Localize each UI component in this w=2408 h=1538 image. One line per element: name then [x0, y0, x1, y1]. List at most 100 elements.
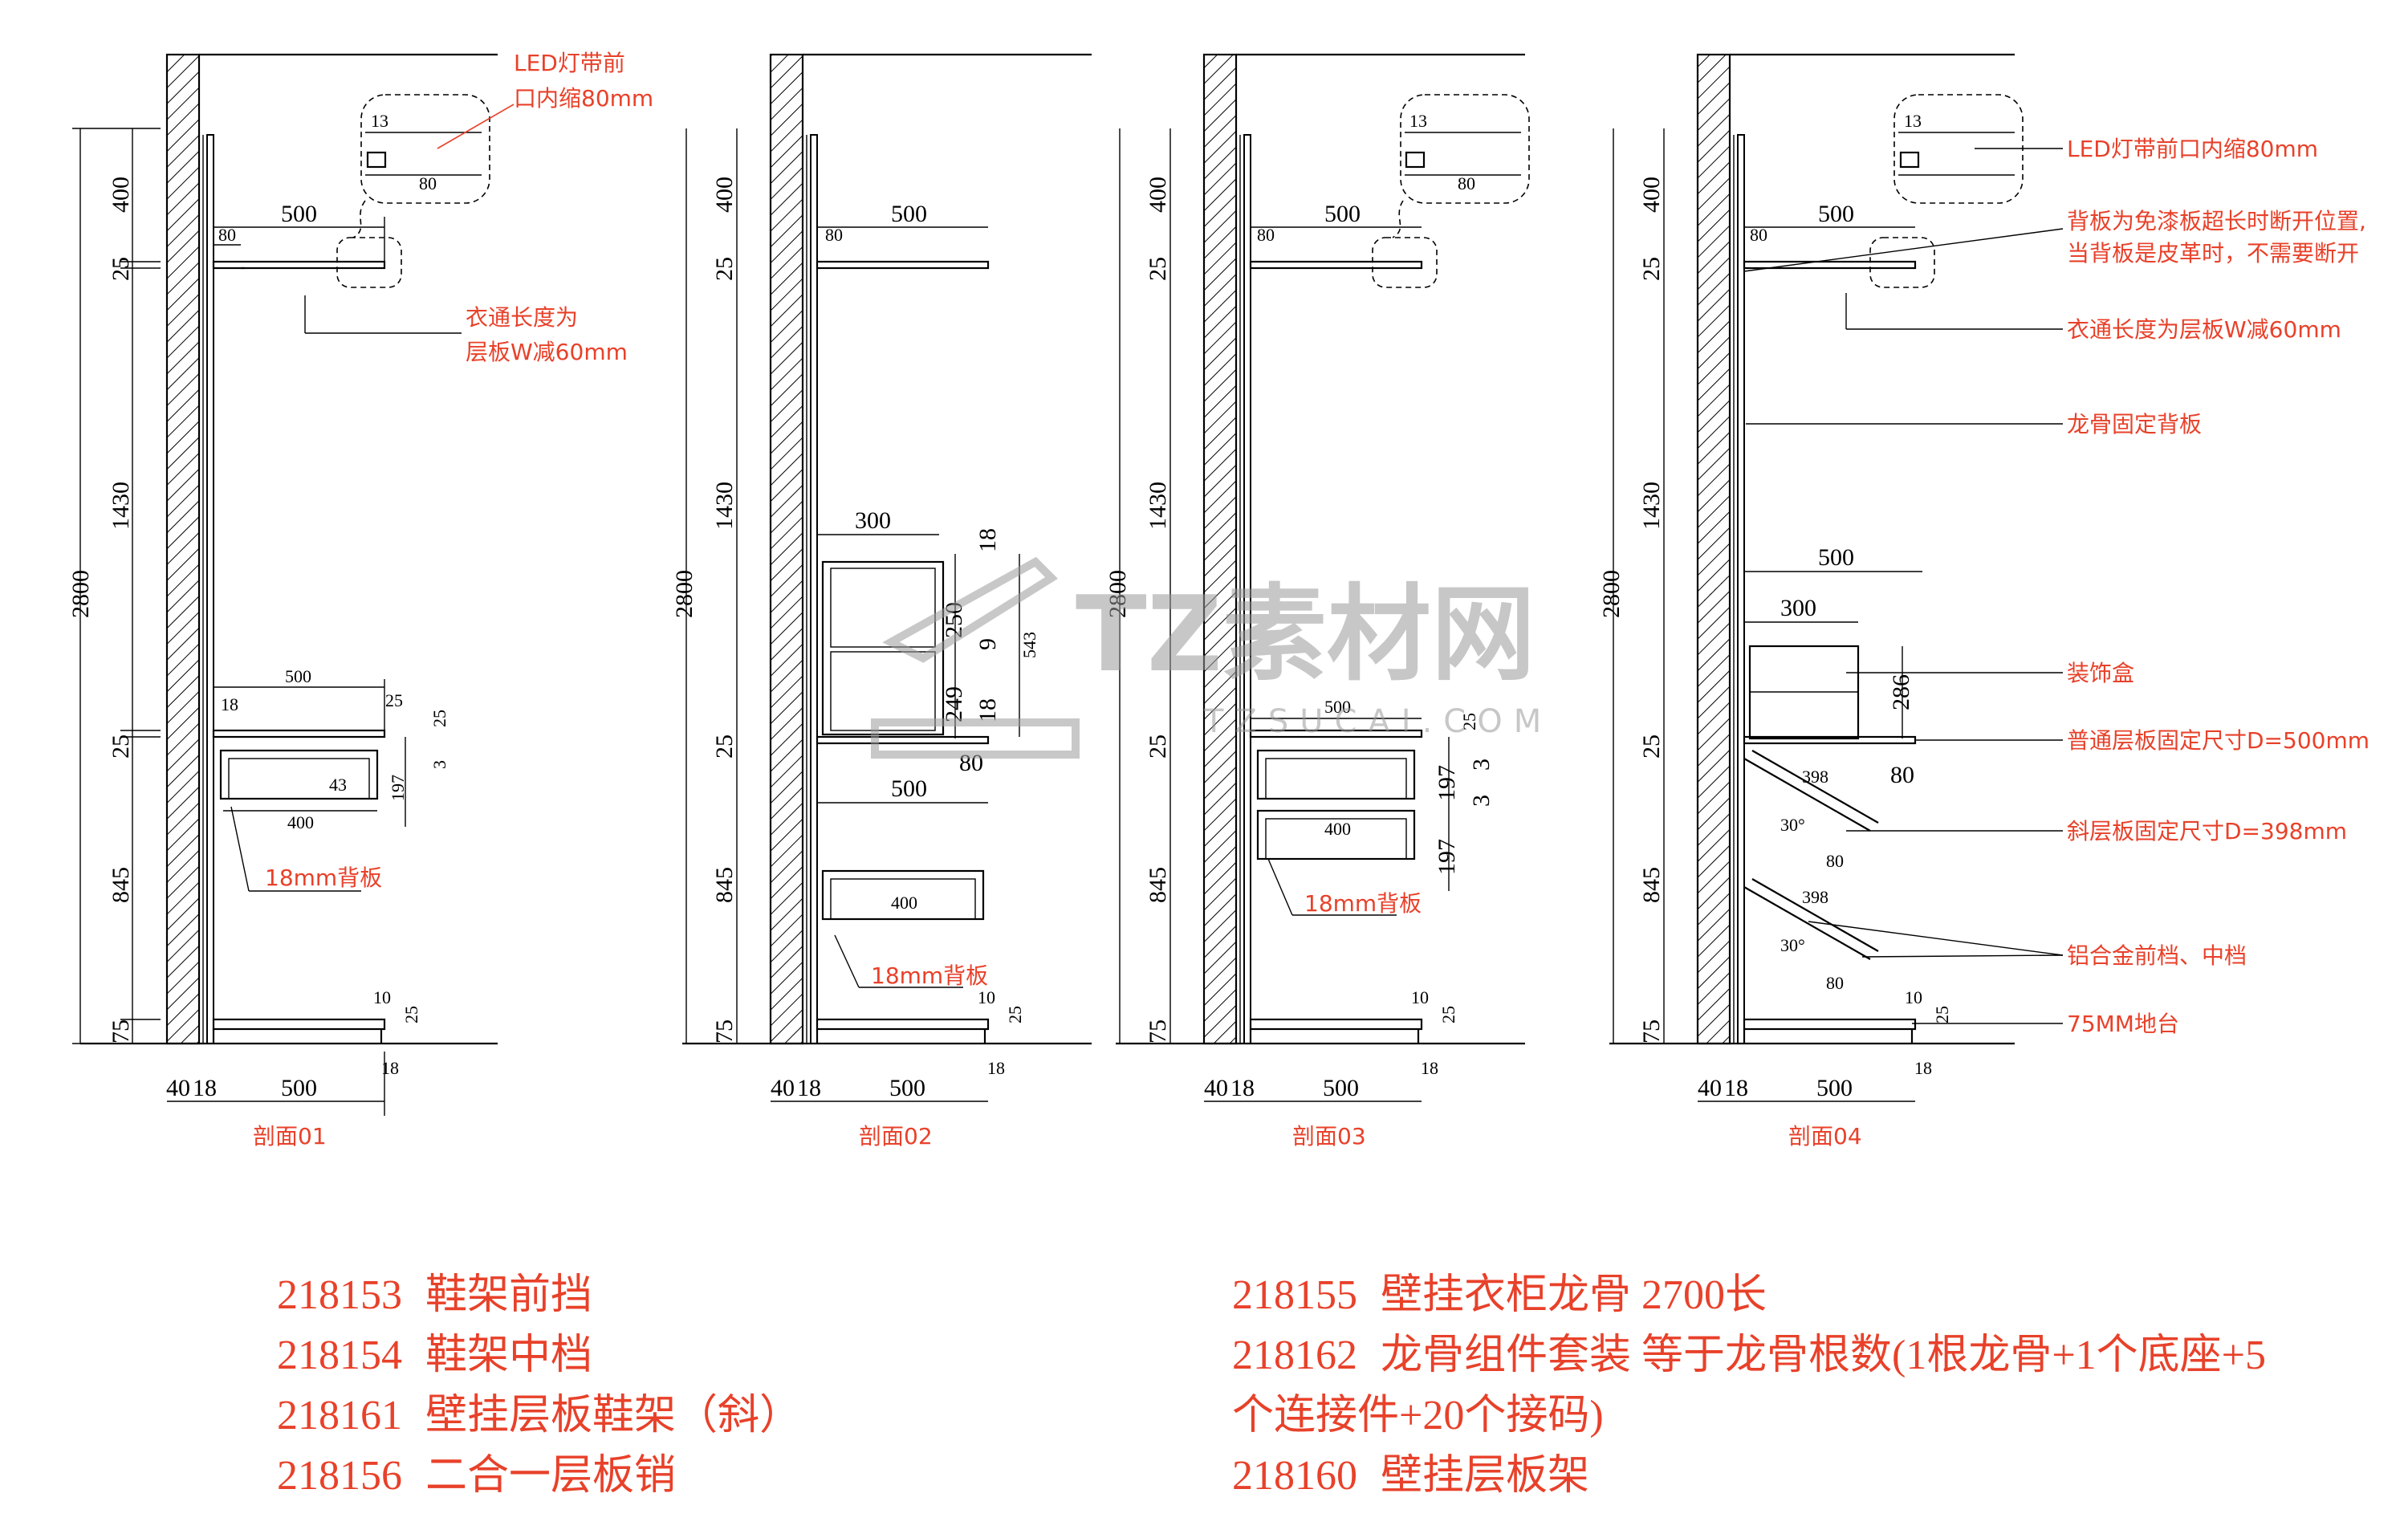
top-shelf: [1249, 260, 1423, 270]
base-plinth: [1743, 1018, 1917, 1031]
dim-25: 25: [108, 257, 134, 281]
dim-400: 400: [1145, 177, 1171, 213]
dim-18: 18: [1724, 1075, 1748, 1101]
part-name: 鞋架前挡: [425, 1272, 592, 1318]
part-code: 218161: [277, 1393, 402, 1438]
wall-hatch: [1696, 53, 1731, 1045]
dim-30deg: 30°: [1780, 815, 1805, 835]
dim-25: 25: [711, 257, 738, 281]
dim-13: 13: [1904, 111, 1922, 131]
rod-note-l1: 衣通长度为: [466, 304, 578, 331]
rod-note-l2: 层板W减60mm: [466, 339, 628, 365]
part-name: 个连接件+20个接码): [1232, 1393, 1604, 1438]
back-break-note-l2: 当背板是皮革时，不需要断开: [2067, 240, 2359, 267]
watermark-url: TZSUCAI.COM: [1203, 703, 1552, 740]
dim-25: 25: [108, 734, 134, 759]
top-shelf: [1743, 260, 1917, 270]
dim-18: 18: [1421, 1058, 1438, 1078]
dim-197: 197: [1434, 839, 1460, 875]
dim-1430: 1430: [1145, 482, 1171, 530]
dim-300: 300: [1780, 595, 1816, 621]
dim-500: 500: [1818, 201, 1854, 227]
alu-rail-note: 铝合金前档、中档: [2067, 942, 2247, 969]
wall-hatch: [769, 53, 804, 1045]
back-panel: [810, 134, 818, 1044]
shoe-shelf: [816, 735, 990, 745]
dim-500: 500: [1816, 1075, 1853, 1101]
dim-10: 10: [1905, 987, 1922, 1007]
dim-10: 10: [373, 987, 391, 1007]
dim-9: 9: [974, 638, 1001, 650]
part-code: 218160: [1232, 1453, 1357, 1499]
dim-500: 500: [891, 775, 927, 802]
dim-40: 40: [1204, 1075, 1228, 1101]
dim-500: 500: [889, 1075, 925, 1101]
dim-25: 25: [1932, 1006, 1952, 1023]
dim-25: 25: [1145, 734, 1171, 759]
section-04: 2800 400 25 1430 25 845 75 500 80 500 30…: [1598, 53, 2369, 1149]
plinth-note: 75MM地台: [2067, 1011, 2179, 1037]
dim-80: 80: [1257, 225, 1275, 245]
dim-845: 845: [108, 867, 134, 903]
dim-500: 500: [281, 201, 317, 227]
dim-10: 10: [1411, 987, 1429, 1007]
dim-18: 18: [974, 528, 1001, 552]
dim-75: 75: [108, 1019, 134, 1044]
dim-18: 18: [987, 1058, 1005, 1078]
dim-543: 543: [1019, 632, 1039, 658]
dim-80: 80: [825, 225, 843, 245]
shoe-shelf: [1249, 729, 1423, 738]
deco-box-note: 装饰盒: [2067, 660, 2134, 686]
dim-286: 286: [1888, 674, 1914, 710]
dim-400: 400: [287, 812, 314, 832]
dim-2800: 2800: [67, 570, 94, 618]
dim-1430: 1430: [711, 482, 738, 530]
dim-43: 43: [329, 775, 347, 795]
dim-18: 18: [381, 1058, 399, 1078]
keel-note: 龙骨固定背板: [2067, 411, 2202, 437]
dim-18: 18: [797, 1075, 821, 1101]
dim-400: 400: [891, 893, 917, 913]
shoe-rack: [219, 749, 379, 800]
dim-25: 25: [429, 710, 449, 727]
dim-845: 845: [1145, 867, 1171, 903]
rod-note: 衣通长度为层板W减60mm: [2067, 316, 2341, 343]
shoe-shelf: [212, 729, 386, 738]
back-panel: [206, 134, 214, 1044]
watermark-title: TZ素材网: [1076, 573, 1536, 695]
dim-1430: 1430: [1638, 482, 1665, 530]
dim-1430: 1430: [108, 482, 134, 530]
dim-18: 18: [193, 1075, 217, 1101]
dim-398: 398: [1802, 767, 1828, 787]
dim-80: 80: [1750, 225, 1767, 245]
dim-2800: 2800: [1598, 570, 1625, 618]
back-break-note-l1: 背板为免漆板超长时断开位置,: [2067, 208, 2366, 234]
part-name: 壁挂层板鞋架（斜）: [425, 1393, 801, 1438]
dim-500: 500: [285, 666, 311, 686]
section-01: 2800 400 25 1430 25 845 75 500 80 500 18…: [67, 50, 653, 1149]
dim-25: 25: [385, 690, 403, 710]
dim-500: 500: [891, 201, 927, 227]
dim-80: 80: [1890, 762, 1914, 788]
dim-40: 40: [1698, 1075, 1722, 1101]
caption-01: 剖面01: [253, 1123, 327, 1149]
dim-18: 18: [1914, 1058, 1932, 1078]
dim-25: 25: [1638, 257, 1665, 281]
dim-25: 25: [711, 734, 738, 759]
dim-25: 25: [1459, 713, 1479, 730]
back-panel: [1243, 134, 1251, 1044]
part-name: 二合一层板销: [425, 1453, 676, 1499]
dim-500: 500: [1324, 201, 1361, 227]
dim-845: 845: [1638, 867, 1665, 903]
dim-197: 197: [388, 775, 408, 801]
part-name: 壁挂层板架: [1381, 1453, 1589, 1499]
base-plinth: [212, 1018, 386, 1031]
dim-40: 40: [166, 1075, 190, 1101]
dim-400: 400: [1638, 177, 1665, 213]
parts-list: 218153 鞋架前挡 218154 鞋架中档 218161 壁挂层板鞋架（斜）…: [277, 1272, 2266, 1499]
dim-3: 3: [1468, 795, 1495, 807]
dim-25: 25: [1638, 734, 1665, 759]
dim-80: 80: [419, 173, 437, 193]
section-02: 2800 400 25 1430 25 845 75 500 80 300 25…: [671, 53, 1092, 1149]
back-panel: [1737, 134, 1745, 1044]
